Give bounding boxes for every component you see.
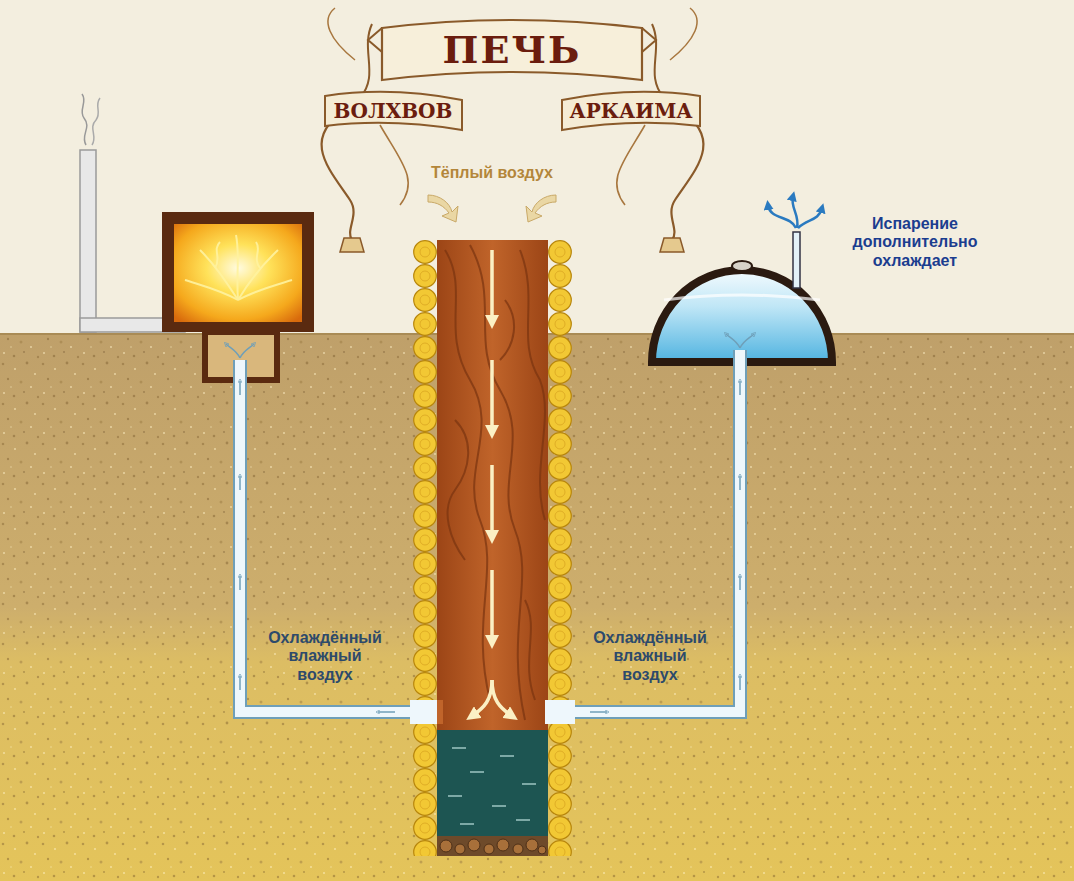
- furnace: [162, 212, 314, 380]
- flow-label: Охлаждённый влажный воздух: [266, 629, 384, 684]
- cooling-dome: [652, 196, 832, 362]
- flow-label: Тёплый воздух: [431, 164, 553, 182]
- title-part: ВОЛХВОВ: [334, 100, 453, 123]
- title-ribbon: [322, 8, 704, 252]
- title-part: АРКАИМА: [569, 100, 692, 123]
- flow-label: Охлаждённый влажный воздух: [591, 629, 709, 684]
- diagram-title: ПЕЧЬ: [443, 28, 582, 72]
- note-label: Испарение дополнительно охлаждает: [840, 215, 990, 270]
- well-shaft: [410, 195, 575, 856]
